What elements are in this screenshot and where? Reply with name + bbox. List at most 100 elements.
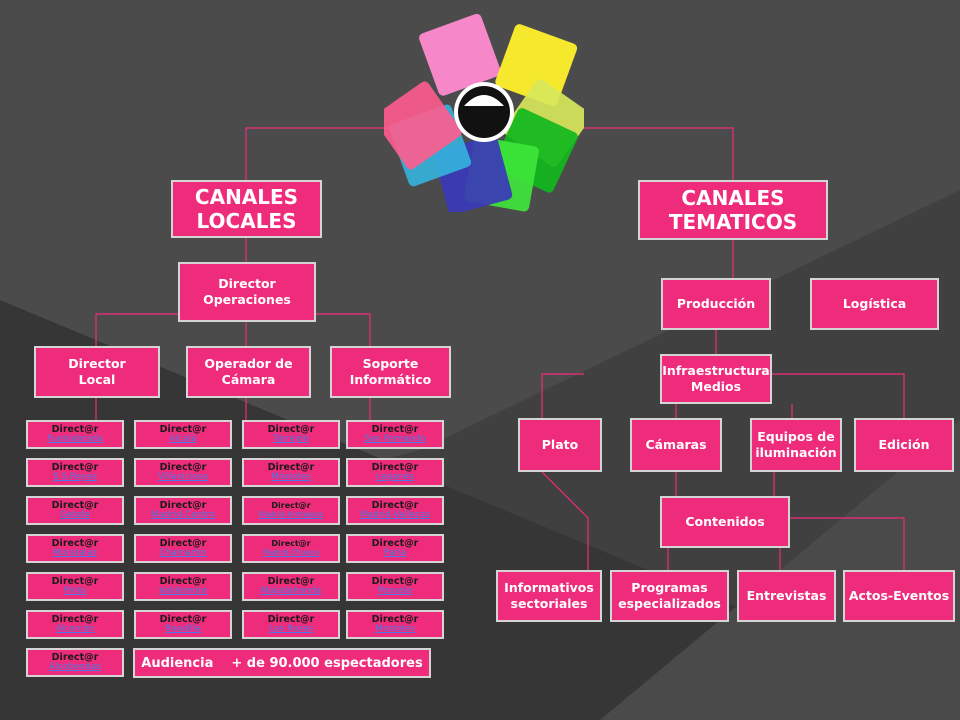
localidad-link[interactable]: Villaviciosa (158, 471, 208, 482)
localidad-link[interactable]: Móstoles (271, 471, 311, 482)
localidad-link[interactable]: Pinto (63, 585, 87, 596)
localidad-link[interactable]: Leganés (376, 471, 414, 482)
director-label: Direct@r (51, 613, 99, 625)
canales-locales-box: CANALES LOCALES (171, 180, 322, 238)
director-label: Direct@r (51, 651, 99, 663)
produccion-label: Producción (676, 295, 756, 311)
director-label: Direct@r (271, 501, 311, 511)
localidad-link[interactable]: Madrid-Centro (150, 509, 216, 520)
director-operaciones-box: Director Operaciones (178, 262, 316, 322)
actos-eventos-box: Actos-Eventos (843, 570, 955, 622)
contenidos-box: Contenidos (660, 496, 790, 548)
localidad-link[interactable]: Pozuelo (377, 585, 413, 596)
director-label: Direct@r (159, 537, 207, 549)
audiencia-value: + de 90.000 espectadores (231, 655, 423, 671)
director-label: Direct@r (267, 613, 315, 625)
audiencia-label: Audiencia (141, 655, 214, 671)
director-label: Direct@r (371, 537, 419, 549)
logistica-box: Logística (810, 278, 939, 330)
director-label: Direct@r (159, 499, 207, 511)
edicion-box: Edición (854, 418, 954, 472)
canales-locales-title: CANALES LOCALES (194, 185, 299, 233)
localidad-link[interactable]: Valdemoro (158, 585, 207, 596)
localidad-link[interactable]: San Fernando (364, 433, 426, 444)
canales-tematicos-box: CANALES TEMATICOS (638, 180, 828, 240)
director-label: Direct@r (51, 461, 99, 473)
infraestructura-label: Infraestructura Medios (662, 362, 770, 394)
plato-label: Plato (541, 436, 579, 452)
camaras-label: Cámaras (645, 436, 707, 452)
audiencia-box: Audiencia + de 90.000 espectadores (133, 648, 431, 678)
director-label: Direct@r (51, 499, 99, 511)
informativos-box: Informativos sectoriales (496, 570, 602, 622)
localidad-link[interactable]: Alcorcón (55, 623, 95, 634)
localidad-link[interactable]: Torrejón (273, 433, 309, 444)
localidad-link[interactable]: Madrid-Hortaleza (258, 509, 324, 519)
canales-tematicos-title: CANALES TEMATICOS (668, 186, 798, 234)
localidad-link[interactable]: Getafe (59, 509, 91, 520)
director-label: Direct@r (371, 423, 419, 435)
programas-box: Programas especializados (610, 570, 729, 622)
director-operaciones-label: Director Operaciones (203, 275, 291, 307)
entrevistas-box: Entrevistas (737, 570, 836, 622)
director-local-label: Director Local (68, 355, 126, 387)
operador-camara-label: Operador de Cámara (204, 355, 293, 387)
director-label: Direct@r (51, 537, 99, 549)
director-label: Direct@r (267, 423, 315, 435)
localidad-link[interactable]: Las Rozas (268, 623, 314, 634)
localidad-link[interactable]: Boadilla (165, 623, 201, 634)
actos-eventos-label: Actos-Eventos (848, 587, 950, 603)
edicion-label: Edición (878, 436, 930, 452)
localidad-link[interactable]: S.S.Reyes (52, 471, 98, 482)
informativos-label: Informativos sectoriales (504, 579, 594, 611)
director-label: Direct@r (159, 423, 207, 435)
localidad-link[interactable]: Alcalá (169, 433, 197, 444)
produccion-box: Producción (661, 278, 771, 330)
localidad-link[interactable]: Majadahonda (260, 585, 322, 596)
programas-label: Programas especializados (618, 579, 721, 611)
localidad-link[interactable]: Mostoles (375, 623, 415, 634)
entrevistas-label: Entrevistas (746, 587, 827, 603)
equipos-iluminacion-label: Equipos de iluminación (755, 428, 837, 460)
localidad-link[interactable]: Madrid-Chueca (262, 547, 320, 557)
localidad-link[interactable]: Parla (383, 547, 407, 558)
localidad-link[interactable]: Moratalaz (52, 547, 98, 558)
director-label: Direct@r (51, 575, 99, 587)
localidad-link[interactable]: Alcobendas (49, 661, 101, 672)
plato-box: Plato (518, 418, 602, 472)
director-label: Direct@r (267, 575, 315, 587)
soporte-informatico-label: Soporte Informático (349, 355, 432, 387)
operador-camara-box: Operador de Cámara (186, 346, 311, 398)
localidad-link[interactable]: Fuenlabrada (47, 433, 103, 444)
logistica-label: Logística (842, 295, 907, 311)
director-label: Direct@r (371, 461, 419, 473)
soporte-informatico-box: Soporte Informático (330, 346, 451, 398)
contenidos-label: Contenidos (685, 513, 765, 529)
localidad-link[interactable]: Madrid-Vallecas (359, 509, 431, 520)
director-label: Direct@r (371, 613, 419, 625)
equipos-iluminacion-box: Equipos de iluminación (750, 418, 842, 472)
localidad-link[interactable]: Chamartín (159, 547, 207, 558)
camaras-box: Cámaras (630, 418, 722, 472)
director-label: Direct@r (371, 499, 419, 511)
director-label: Direct@r (159, 575, 207, 587)
